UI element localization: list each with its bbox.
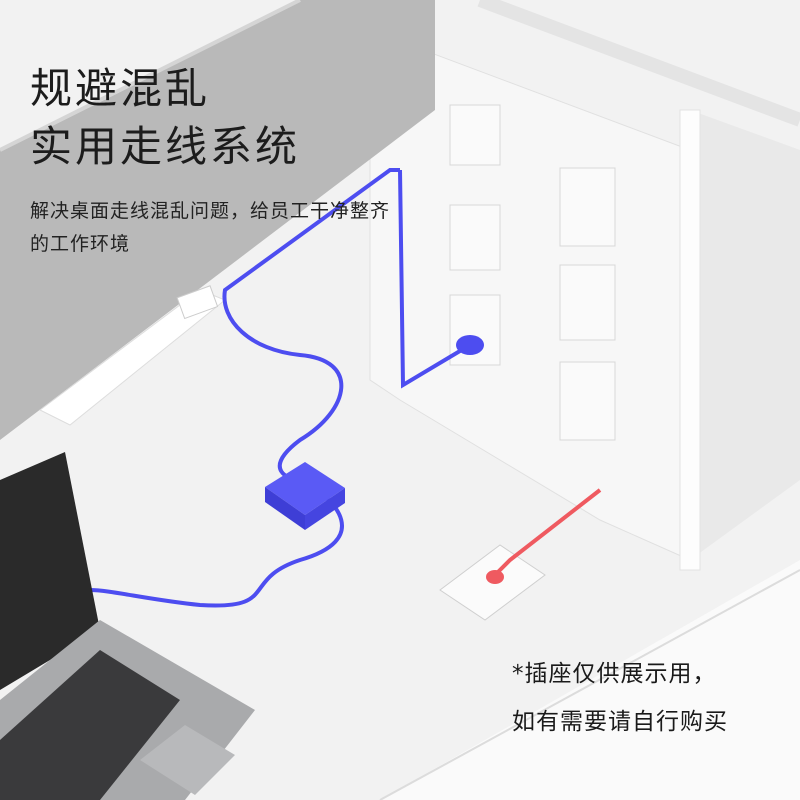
- blue-hub: [265, 462, 345, 515]
- wall-outlets: [449, 104, 616, 441]
- headline-line-2: 实用走线系统: [30, 122, 301, 171]
- laptop-keyboard: [0, 650, 180, 800]
- privacy-panel: [0, 0, 435, 440]
- laptop-screen: [0, 452, 100, 690]
- note-line-1: *插座仅供展示用，: [512, 661, 717, 687]
- cabinet-side: [690, 110, 800, 560]
- note-line-2: 如有需要请自行购买: [512, 709, 728, 735]
- red-cable: [493, 488, 602, 577]
- desk-edge: [380, 560, 800, 800]
- laptop-trackpad: [140, 725, 235, 795]
- subtitle-line-1: 解决桌面走线混乱问题，给员工干净整齐: [30, 200, 391, 222]
- headline-line-1: 规避混乱: [30, 64, 211, 113]
- subtitle-line-2: 的工作环境: [30, 233, 131, 255]
